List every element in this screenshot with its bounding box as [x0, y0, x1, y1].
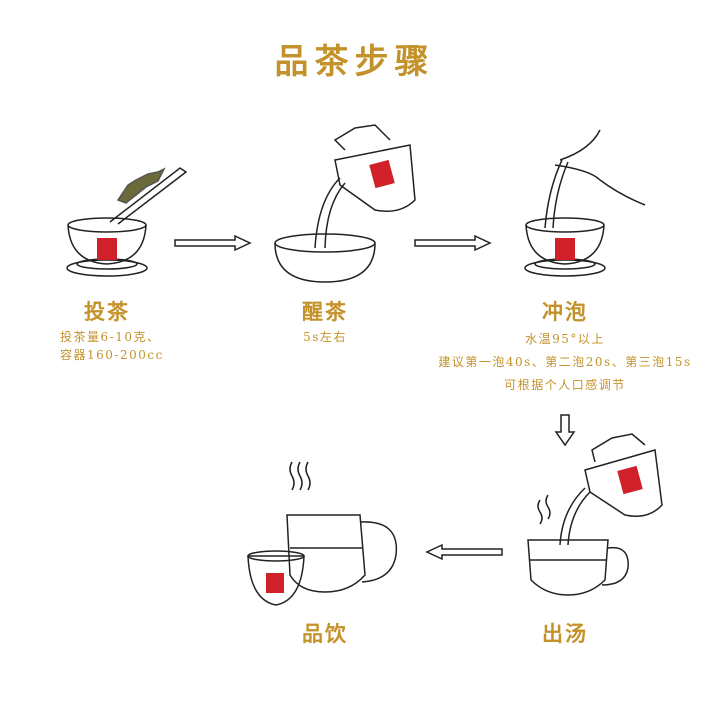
- step-label-awaken-tea: 醒茶: [302, 299, 348, 324]
- tasting-illustration: [247, 461, 398, 606]
- step-label-brew: 冲泡: [542, 299, 588, 324]
- brewing-illustration: [524, 129, 646, 277]
- step-label-add-tea: 投茶: [84, 299, 130, 324]
- desc-line: 建议第一泡40s、第二泡20s、第三泡15s: [438, 355, 692, 369]
- arrow-right-icon: [414, 234, 492, 252]
- pouring-out-illustration: [527, 433, 663, 596]
- seal-icon: [555, 238, 575, 260]
- desc-line: 投茶量6-10克、: [60, 330, 161, 344]
- page-title: 品茶步骤: [274, 42, 435, 82]
- arrow-left-icon: [425, 543, 503, 561]
- step-desc-brew: 水温95°以上 建议第一泡40s、第二泡20s、第三泡15s 可根据个人口感调节: [415, 328, 709, 397]
- seal-icon: [617, 465, 643, 495]
- desc-line: 容器160-200cc: [60, 348, 164, 362]
- desc-line: 水温95°以上: [525, 332, 605, 346]
- gaiwan-with-tea-leaves-illustration: [66, 167, 188, 277]
- arrow-down-icon: [554, 414, 576, 447]
- step-desc-awaken-tea: 5s左右: [303, 330, 347, 344]
- seal-icon: [97, 238, 117, 260]
- seal-icon: [266, 573, 284, 593]
- desc-line: 可根据个人口感调节: [504, 378, 626, 392]
- step-label-pour-out: 出汤: [542, 621, 588, 646]
- awakening-tea-illustration: [274, 124, 416, 283]
- arrow-right-icon: [174, 234, 252, 252]
- step-desc-add-tea: 投茶量6-10克、 容器160-200cc: [60, 328, 164, 364]
- step-label-taste: 品饮: [302, 621, 348, 646]
- seal-icon: [369, 159, 395, 189]
